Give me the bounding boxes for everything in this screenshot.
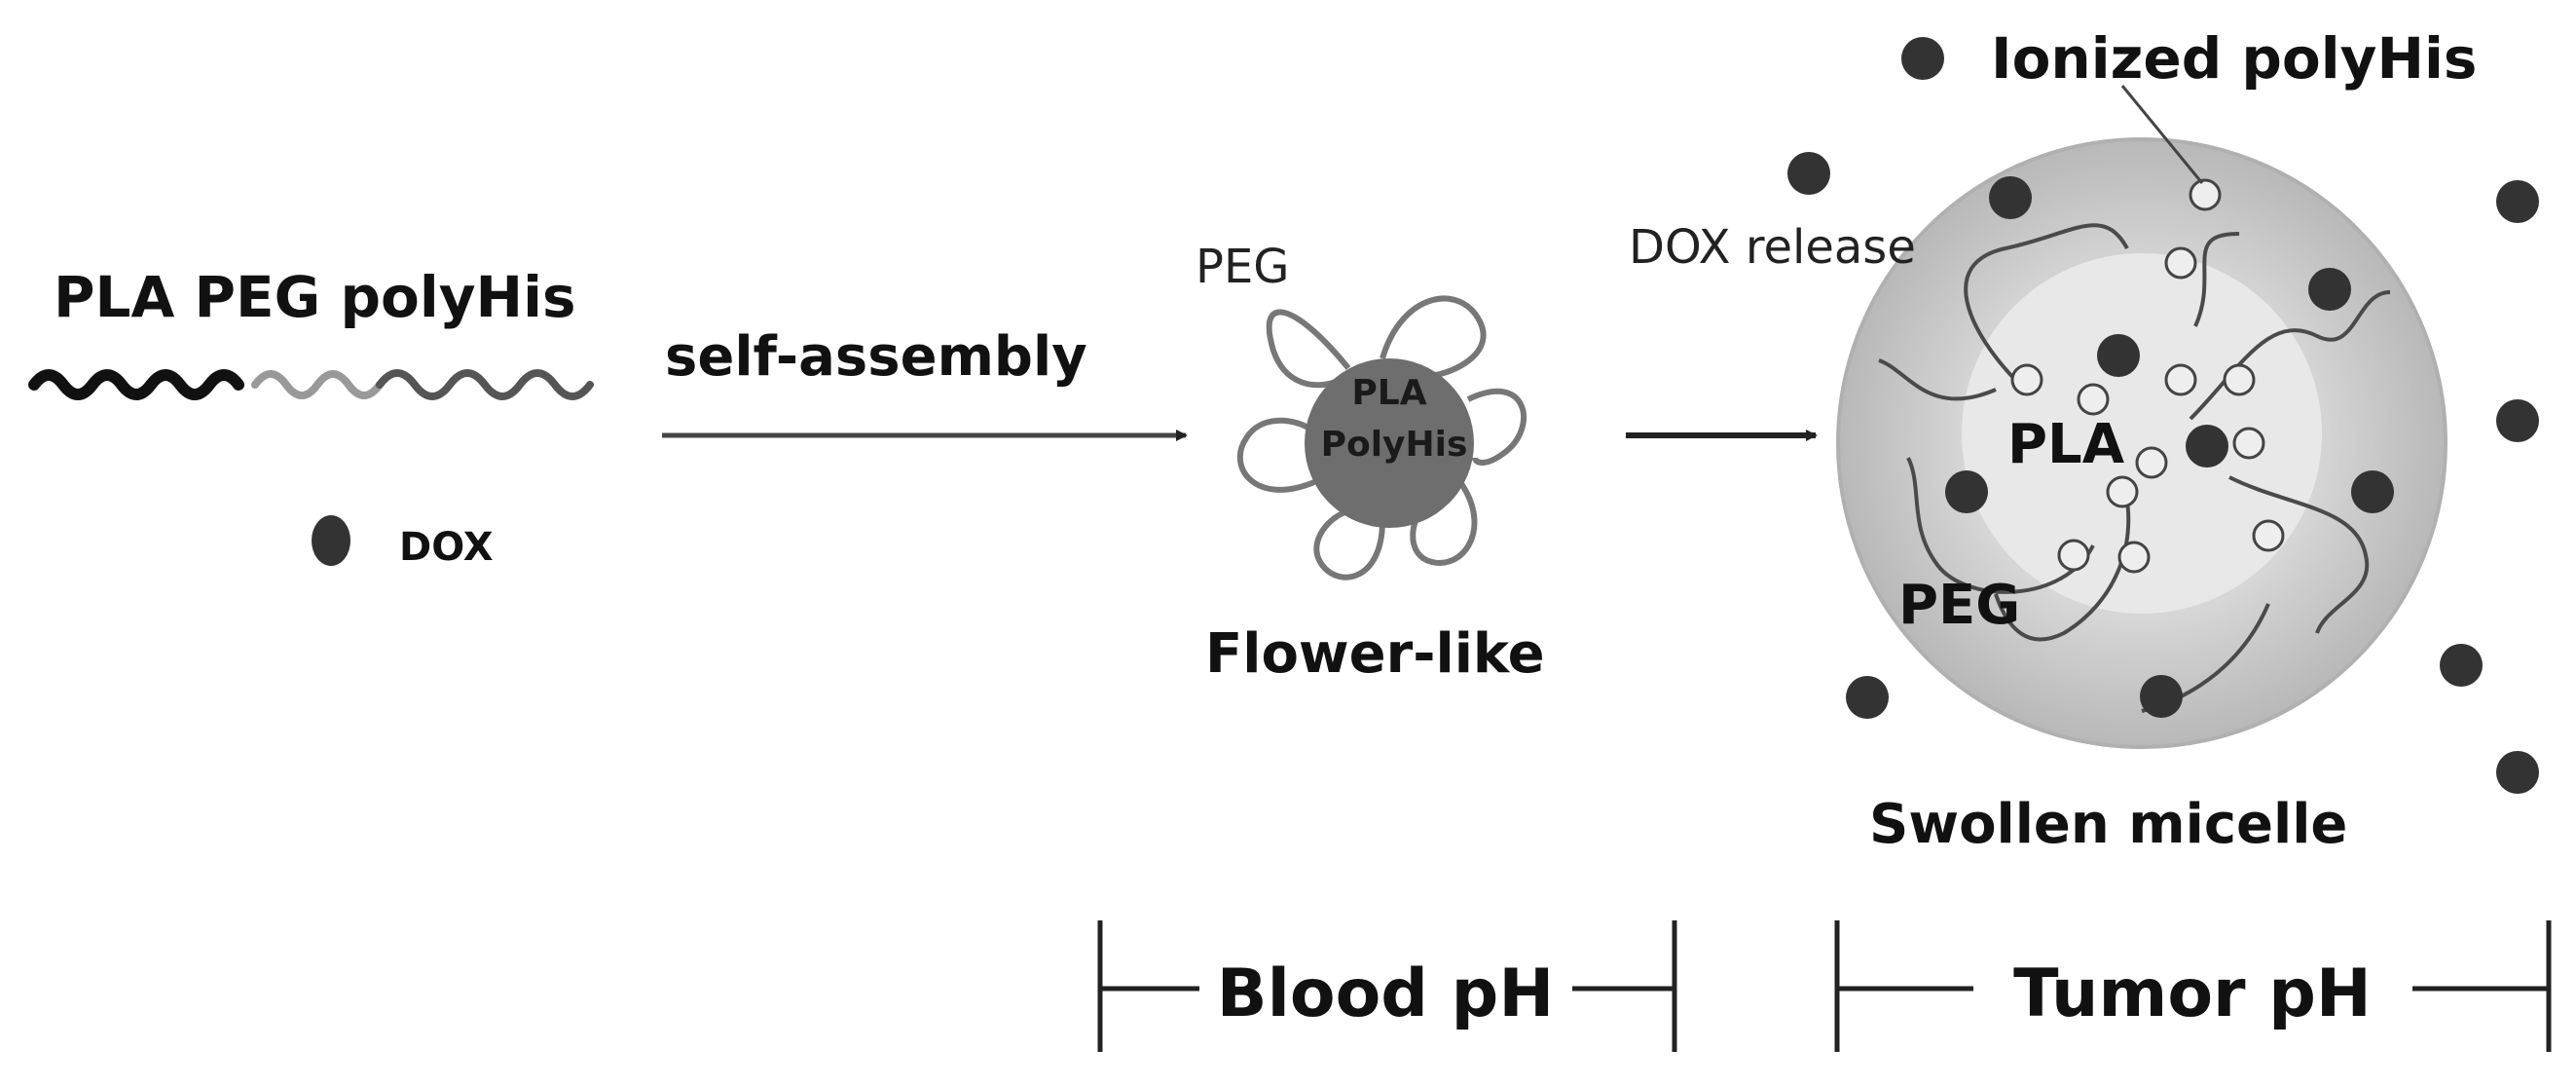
flower-petals <box>1236 295 1527 580</box>
tumor-ph-label: Tumor pH <box>2013 955 2372 1032</box>
pla-micelle-label: PLA <box>2007 413 2125 476</box>
peg-micelle-label: PEG <box>1898 574 2020 637</box>
ionized-polyhis-label: Ionized polyHis <box>1991 25 2477 92</box>
dox-molecule <box>312 515 350 566</box>
blood-ph-label: Blood pH <box>1217 955 1555 1032</box>
ionized-pointer <box>2120 85 2204 184</box>
micelle-inner-core <box>1962 253 2322 614</box>
core-label-pla: PLA <box>1351 373 1426 413</box>
flower-like-label: Flower-like <box>1205 622 1545 686</box>
blood-ph-bracket <box>1097 920 1677 1052</box>
dox-release-label: DOX release <box>1629 220 1916 275</box>
core-label-polyhis: PolyHis <box>1321 425 1468 465</box>
swollen-micelle: PLA PEG <box>1836 137 2447 749</box>
swollen-micelle-label: Swollen micelle <box>1869 793 2347 856</box>
polymer-label: PLA PEG polyHis <box>54 264 575 330</box>
polyhis-segment <box>376 369 594 400</box>
flower-core <box>1305 358 1474 528</box>
ionized-units <box>2010 178 2285 574</box>
tumor-ph-bracket <box>1834 920 2552 1052</box>
peg-flower-label: PEG <box>1196 240 1289 294</box>
polymer-chain <box>28 369 594 400</box>
self-assembly-label: self-assembly <box>665 325 1087 389</box>
dox-encapsulated <box>1945 176 2394 718</box>
pla-segment <box>28 369 244 400</box>
dox-released <box>1787 37 2539 794</box>
dox-label: DOX <box>399 525 494 570</box>
peg-segment <box>251 370 384 399</box>
